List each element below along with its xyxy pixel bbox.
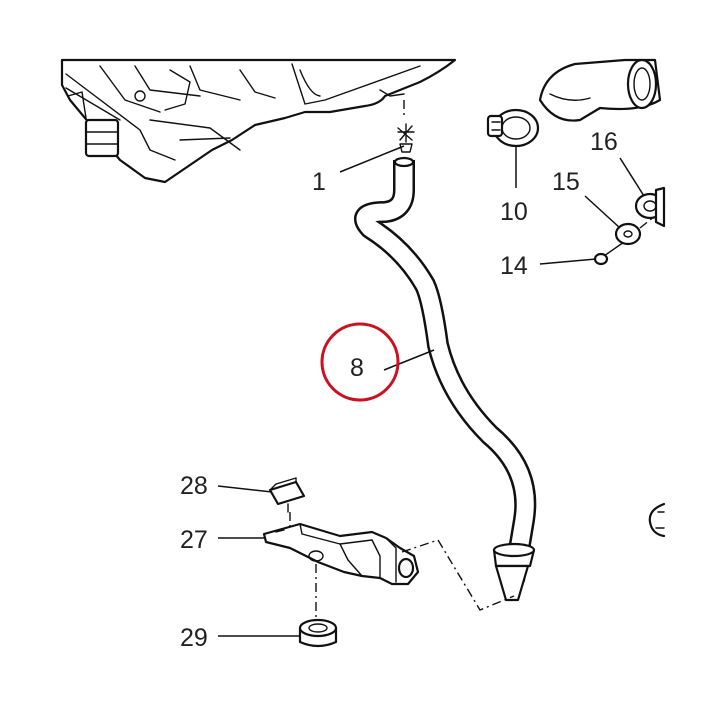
- callout-28: 28: [180, 472, 208, 500]
- highlight-circle: [320, 322, 400, 402]
- callout-1: 1: [312, 168, 326, 196]
- callout-15: 15: [552, 168, 580, 196]
- part-8-hose: [354, 156, 537, 602]
- part-28-cap: [268, 477, 306, 513]
- part-29-grommet: [298, 618, 338, 648]
- callout-14: 14: [500, 252, 528, 280]
- part-27-bracket: [262, 522, 420, 586]
- engine-housing: [60, 58, 457, 184]
- part-1-clip: [397, 123, 415, 153]
- edge-fragment-part: [648, 502, 666, 538]
- intake-elbow-pipe: [538, 58, 662, 122]
- callout-16: 16: [590, 128, 618, 156]
- assembly-lines: [289, 512, 515, 618]
- callout-labels: 1 8 10 14 15 16 27 28 29: [180, 128, 618, 652]
- part-10-clamp: [486, 108, 540, 148]
- callout-29: 29: [180, 624, 208, 652]
- callout-8: 8: [350, 354, 364, 382]
- callout-leaders: [217, 145, 645, 637]
- part-15-washer: [614, 222, 642, 246]
- part-14-screw: [593, 241, 625, 266]
- callout-10: 10: [500, 198, 528, 226]
- callout-27: 27: [180, 526, 208, 554]
- part-16-grommet: [634, 186, 666, 229]
